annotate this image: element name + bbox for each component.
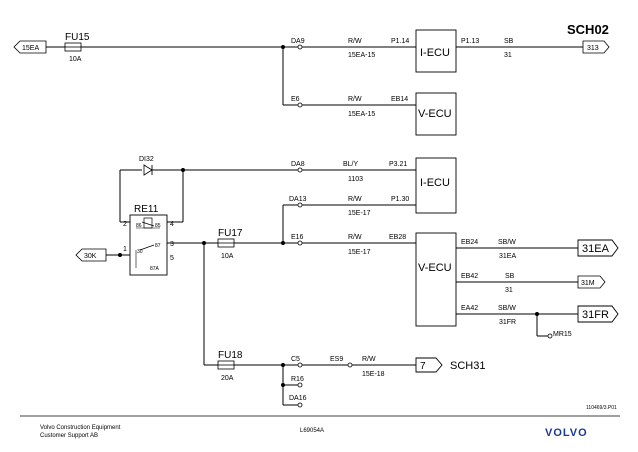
wire-id-r16: R16 bbox=[291, 376, 304, 383]
terminal-label-30k: 30K bbox=[84, 253, 97, 260]
diode-di32: DI32 bbox=[139, 156, 154, 176]
relay-pin-86: 86 bbox=[136, 223, 142, 229]
output-terminal-31m: 31M bbox=[577, 275, 606, 289]
output-terminal-313: 313 bbox=[582, 40, 610, 54]
wire-code-da13: 15E-17 bbox=[348, 210, 371, 217]
wire-code-p113: 31 bbox=[504, 52, 512, 59]
relay-terminal-2: 2 bbox=[123, 221, 127, 228]
i-ecu-top: I-ECU bbox=[415, 29, 457, 73]
fuse-name-fu18: FU18 bbox=[218, 350, 243, 361]
relay-terminal-4: 4 bbox=[170, 221, 174, 228]
wire-code-e6: 15EA-15 bbox=[348, 111, 375, 118]
wire-code-eb42: 31 bbox=[505, 287, 513, 294]
ecu-label-v-ecu-main: V-ECU bbox=[418, 262, 452, 274]
wire-color-ea42: SB/W bbox=[498, 305, 516, 312]
sheet-ref-sch31: SCH31 bbox=[450, 360, 485, 372]
input-terminal-15ea: 15EA bbox=[13, 40, 47, 54]
fuse-rating-fu15: 10A bbox=[69, 56, 82, 63]
wire-id-da8: DA8 bbox=[291, 161, 305, 168]
fuse-name-fu15: FU15 bbox=[65, 32, 90, 43]
terminal-label-313: 313 bbox=[587, 45, 599, 52]
wire-color-c5: R/W bbox=[362, 356, 376, 363]
pin-ea42: EA42 bbox=[461, 305, 478, 312]
sheet-id: SCH02 bbox=[567, 22, 609, 37]
wire-code-da9: 15EA-15 bbox=[348, 52, 375, 59]
wire-color-e6: R/W bbox=[348, 96, 362, 103]
wire-color-p113: SB bbox=[504, 38, 514, 45]
fuse-rating-fu17: 10A bbox=[221, 253, 234, 260]
wire-id-e6: E6 bbox=[291, 96, 300, 103]
footer-company: Volvo Construction Equipment bbox=[40, 425, 121, 431]
wire-color-da9: R/W bbox=[348, 38, 362, 45]
wire-code-da8: 1103 bbox=[348, 176, 363, 183]
wire-id-da16: DA16 bbox=[289, 395, 307, 402]
volvo-logo: VOLVO bbox=[545, 427, 588, 439]
diode-name-di32: DI32 bbox=[139, 156, 154, 163]
wire-color-e16: R/W bbox=[348, 234, 362, 241]
relay-name: RE11 bbox=[134, 204, 159, 215]
v-ecu-top: V-ECU bbox=[415, 92, 457, 136]
i-ecu-mid: I-ECU bbox=[415, 157, 457, 214]
terminal-label-15ea: 15EA bbox=[22, 45, 39, 52]
pin-eb42: EB42 bbox=[461, 273, 478, 280]
relay-pin-87: 87 bbox=[155, 243, 161, 249]
wire-code-e16: 15E-17 bbox=[348, 249, 371, 256]
fuse-fu17: FU17 10A bbox=[217, 228, 243, 260]
wire-color-eb42: SB bbox=[505, 273, 515, 280]
wire-color-da8: BL/Y bbox=[343, 161, 359, 168]
wire-id-e16: E16 bbox=[291, 234, 304, 241]
pin-eb24: EB24 bbox=[461, 239, 478, 246]
ecu-label-i-ecu-top: I-ECU bbox=[420, 47, 450, 59]
output-terminal-31fr: 31FR bbox=[577, 305, 619, 323]
wire-code-ea42: 31FR bbox=[499, 319, 516, 326]
document-number: L69054A bbox=[300, 428, 324, 434]
pin-e16: EB28 bbox=[389, 234, 406, 241]
relay-terminal-3: 3 bbox=[170, 241, 174, 248]
relay-terminal-5: 5 bbox=[170, 255, 174, 262]
terminal-label-31m: 31M bbox=[581, 280, 595, 287]
pin-da8: P3.21 bbox=[389, 161, 407, 168]
relay-pin-87a: 87A bbox=[150, 266, 160, 272]
relay-pin-85: 85 bbox=[155, 223, 161, 229]
relay-pin-30: 30 bbox=[137, 249, 143, 255]
v-ecu-main: V-ECU bbox=[415, 232, 457, 327]
pin-e6: EB14 bbox=[391, 96, 408, 103]
pin-p113: P1.13 bbox=[461, 38, 479, 45]
footer-support: Customer Support AB bbox=[40, 433, 98, 439]
pin-da13: P1.30 bbox=[391, 196, 409, 203]
wire-color-da13: R/W bbox=[348, 196, 362, 203]
relay-terminal-1: 1 bbox=[123, 246, 127, 253]
wire-code-c5: 15E-18 bbox=[362, 371, 385, 378]
ecu-label-v-ecu-top: V-ECU bbox=[418, 108, 452, 120]
connector-es9: ES9 bbox=[330, 356, 343, 363]
wire-code-eb24: 31EA bbox=[499, 253, 516, 260]
input-terminal-30k: 30K bbox=[75, 248, 107, 262]
fuse-rating-fu18: 20A bbox=[221, 375, 234, 382]
terminal-label-mr15: MR15 bbox=[553, 331, 572, 338]
fuse-fu18: FU18 20A bbox=[217, 350, 243, 382]
drawing-number: 110469/3.P01 bbox=[586, 405, 617, 411]
wire-color-eb24: SB/W bbox=[498, 239, 516, 246]
terminal-label-7: 7 bbox=[420, 361, 426, 372]
fuse-name-fu17: FU17 bbox=[218, 228, 243, 239]
relay-re11: RE11 86 85 30 87 87A bbox=[129, 204, 168, 276]
output-terminal-7: 7 bbox=[415, 357, 443, 373]
terminal-label-31fr: 31FR bbox=[582, 309, 609, 321]
output-terminal-31ea: 31EA bbox=[577, 239, 619, 257]
ecu-label-i-ecu-mid: I-ECU bbox=[420, 177, 450, 189]
wire-id-da9: DA9 bbox=[291, 38, 305, 45]
terminal-label-31ea: 31EA bbox=[582, 243, 610, 255]
wire-id-c5: C5 bbox=[291, 356, 300, 363]
wire-id-da13: DA13 bbox=[289, 196, 307, 203]
pin-da9: P1.14 bbox=[391, 38, 409, 45]
